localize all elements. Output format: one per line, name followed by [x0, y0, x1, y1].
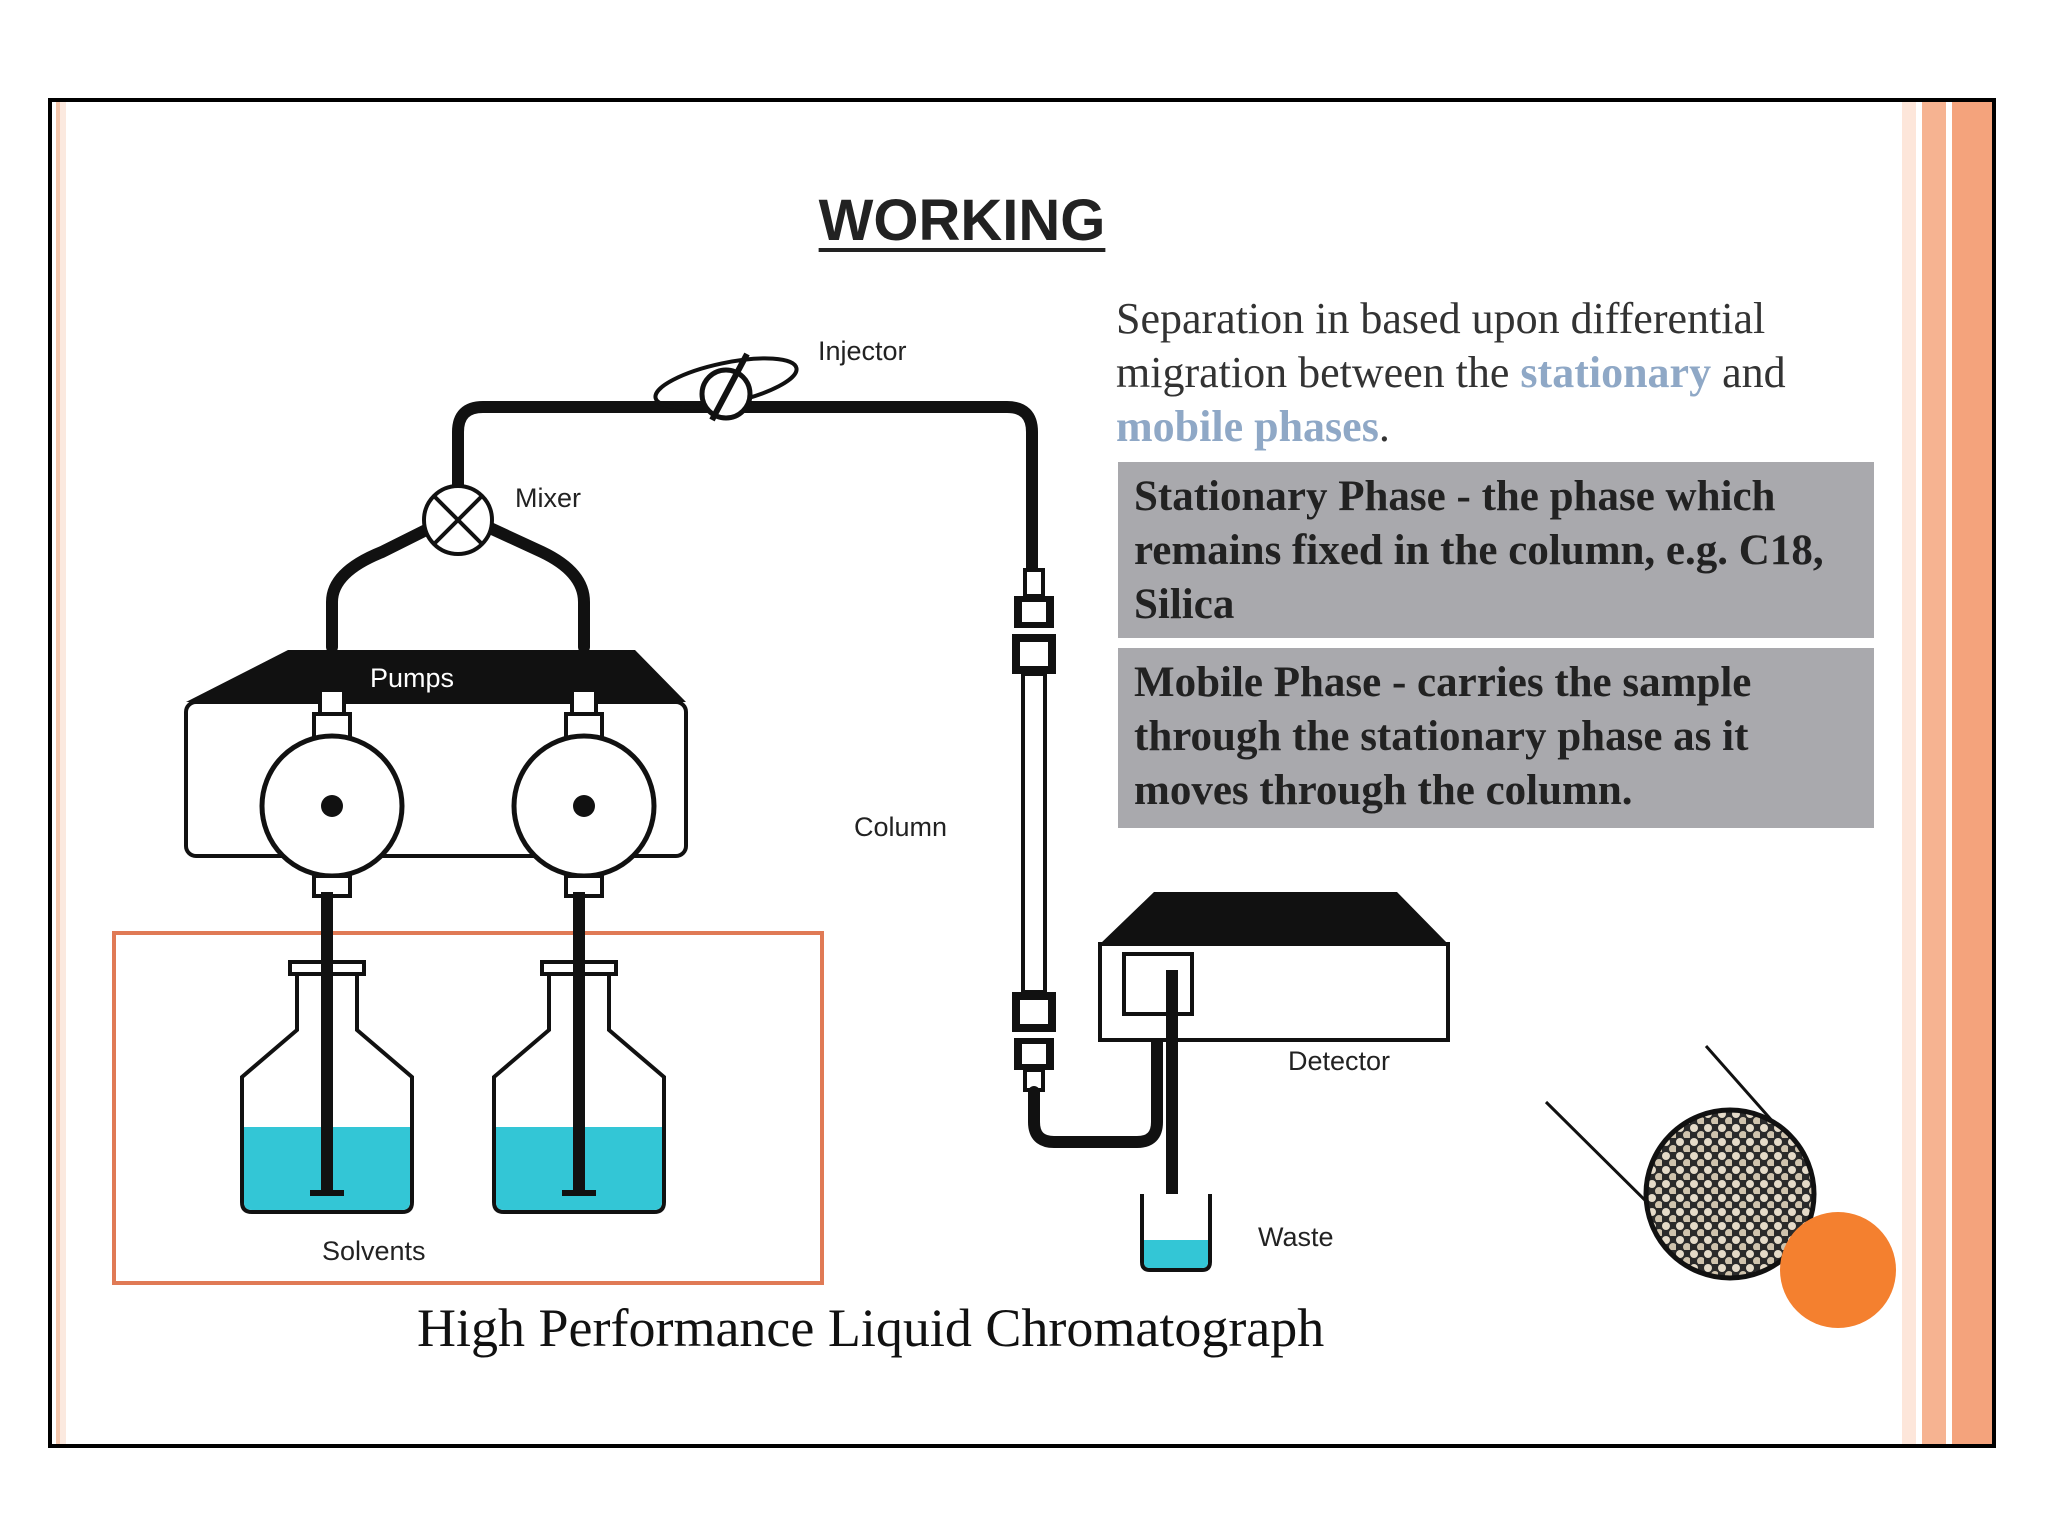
page-title: WORKING — [818, 188, 1106, 253]
column — [1012, 568, 1056, 1092]
intro-and: and — [1711, 348, 1786, 397]
pump-head-left — [259, 688, 405, 898]
pumps-label: Pumps — [370, 663, 454, 693]
detector-label: Detector — [1288, 1046, 1390, 1076]
injector-label: Injector — [818, 336, 907, 366]
intro-paragraph: Separation in based upon differential mi… — [1116, 292, 1916, 454]
stationary-phase-definition: Stationary Phase - the phase which remai… — [1118, 462, 1874, 638]
figure-caption: High Performance Liquid Chromatograph — [417, 1298, 1325, 1358]
mobile-phase-definition: Mobile Phase - carries the sample throug… — [1118, 648, 1874, 828]
tube-pump-left — [326, 516, 448, 653]
intro-text: Separation in based upon differential mi… — [1116, 294, 1766, 397]
hplc-diagram: Injector Mixer Pumps — [112, 336, 1896, 1328]
intro-period: . — [1378, 402, 1390, 451]
orange-decor-dot — [1780, 1212, 1896, 1328]
waste-label: Waste — [1258, 1222, 1334, 1252]
pump-head-right — [511, 688, 657, 898]
tube-column-detector — [1028, 966, 1163, 1148]
stationary-highlight: stationary — [1520, 348, 1712, 397]
slide: Injector Mixer Pumps — [48, 98, 1996, 1448]
packed-bed-illustration — [1544, 1045, 1896, 1328]
solvent-bottle-right — [492, 892, 666, 1214]
left-decor-stripe — [52, 102, 76, 1444]
waste-beaker — [1140, 1194, 1212, 1272]
tube-pump-right — [471, 516, 590, 653]
column-label: Column — [854, 812, 947, 842]
mobile-highlight: mobile phases — [1116, 402, 1379, 451]
injector-valve — [653, 352, 799, 422]
mixer-label: Mixer — [515, 483, 581, 513]
mixer-valve — [422, 484, 494, 556]
solvents-frame — [112, 931, 824, 1285]
solvents-label: Solvents — [322, 1236, 426, 1266]
right-decor-stripe — [1902, 102, 1992, 1444]
solvent-bottle-left — [240, 892, 414, 1214]
